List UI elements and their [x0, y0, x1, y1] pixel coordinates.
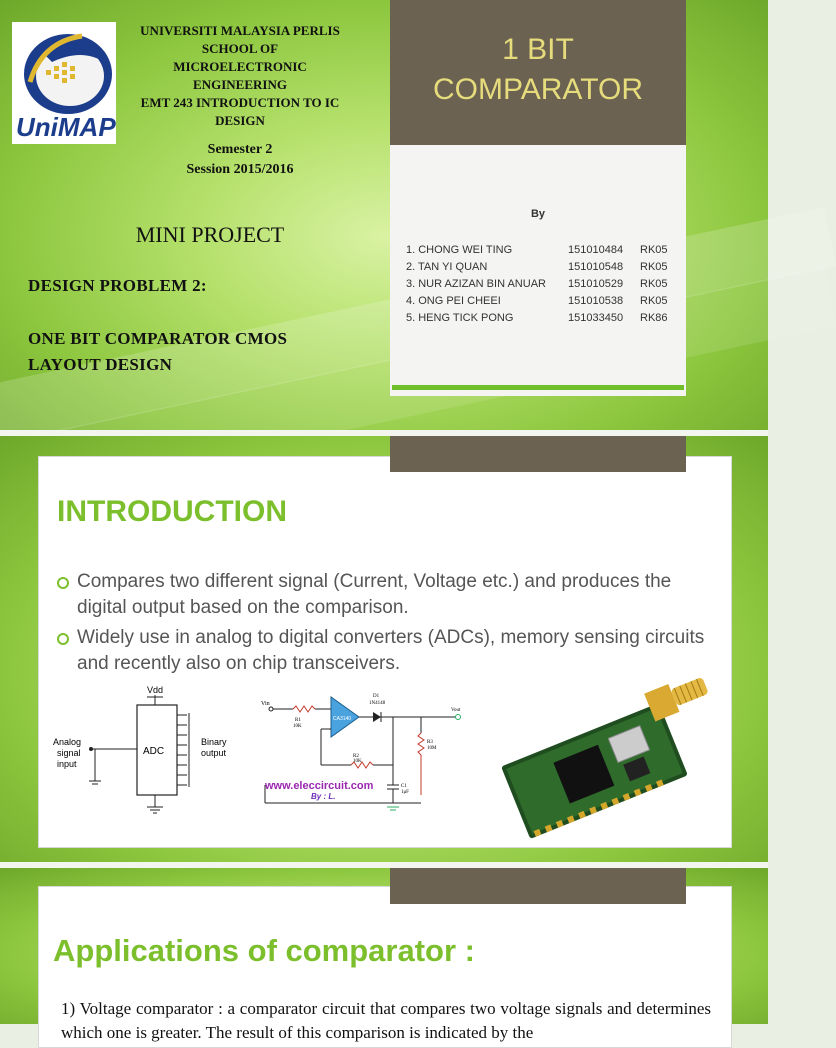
member-group: RK05: [640, 295, 668, 307]
member-row: 3. NUR AZIZAN BIN ANUAR 151010529 RK05: [406, 276, 678, 293]
bullet-item: Compares two different signal (Current, …: [57, 569, 707, 621]
member-id: 151033450: [568, 312, 624, 324]
transceiver-module-image: [501, 678, 708, 839]
adc-output-label: output: [201, 748, 227, 758]
adc-output-label: Binary: [201, 737, 227, 747]
unimap-logo: UniMAP: [12, 22, 116, 144]
applications-title: Applications of comparator :: [53, 933, 475, 968]
by-label: By: [530, 208, 546, 220]
member-row: 5. HENG TICK PONG 151033450 RK86: [406, 310, 678, 327]
slide-header-tab: [390, 436, 686, 472]
member-list: 1. CHONG WEI TING 151010484 RK05 2. TAN …: [406, 242, 678, 327]
circuit-r3-label: R3: [427, 740, 433, 745]
member-group: RK86: [640, 312, 668, 324]
circuit-d1-value: 1N4148: [369, 701, 386, 706]
project-title-line: ONE BIT COMPARATOR CMOS: [28, 329, 288, 348]
title-panel-header: 1 BIT COMPARATOR: [390, 0, 686, 145]
adc-diagram: Vdd ADC Analog signal input: [53, 685, 227, 814]
title-slide: UniMAP UNIVERSITI MALAYSIA PERLIS SCHOOL…: [0, 0, 836, 513]
circuit-r2-value: 10K: [353, 759, 362, 764]
introduction-card: INTRODUCTION Compares two different sign…: [38, 456, 732, 848]
university-heading: UNIVERSITI MALAYSIA PERLIS SCHOOL OF MIC…: [120, 22, 360, 130]
member-id: 151010548: [568, 261, 624, 273]
member-name: 2. TAN YI QUAN: [406, 261, 488, 273]
introduction-title: INTRODUCTION: [57, 495, 287, 528]
applications-body: 1) Voltage comparator : a comparator cir…: [61, 999, 711, 1042]
semester-label: Semester 2: [207, 142, 273, 157]
member-name: 5. HENG TICK PONG: [406, 312, 514, 324]
circuit-r2-label: R2: [353, 754, 359, 759]
bullet-item: Widely use in analog to digital converte…: [57, 625, 707, 677]
circuit-r3-value: 10M: [427, 746, 437, 751]
comparator-circuit-diagram: Vin R1 10K CA3140 D1 1N4148 Vout R2 10K: [261, 685, 471, 825]
circuit-r1-label: R1: [295, 718, 301, 723]
member-name: 3. NUR AZIZAN BIN ANUAR: [406, 278, 546, 290]
introduction-slide: INTRODUCTION Compares two different sign…: [0, 436, 768, 862]
applications-slide: Applications of comparator : 1) Voltage …: [0, 868, 768, 1048]
logo-wordmark: UniMAP: [16, 112, 116, 142]
slide-separator: [0, 862, 768, 868]
presentation-title-line: 1 BIT: [502, 33, 574, 66]
university-line: UNIVERSITI MALAYSIA PERLIS: [140, 23, 340, 38]
circuit-vin-label: Vin: [261, 701, 270, 707]
circuit-author-label: By : L.: [311, 792, 335, 801]
university-line: EMT 243 INTRODUCTION TO IC: [140, 95, 340, 110]
circuit-website-label: www.eleccircuit.com: [264, 780, 374, 792]
circuit-c1-value: 1μF: [401, 790, 409, 795]
project-title-line: LAYOUT DESIGN: [28, 355, 173, 374]
member-row: 1. CHONG WEI TING 151010484 RK05: [406, 242, 678, 259]
presentation-title: 1 BIT COMPARATOR: [390, 30, 686, 110]
project-title: ONE BIT COMPARATOR CMOS LAYOUT DESIGN: [28, 326, 368, 378]
university-line: SCHOOL OF: [201, 41, 279, 56]
adc-vdd-label: Vdd: [147, 685, 163, 695]
member-group: RK05: [640, 244, 668, 256]
member-row: 4. ONG PEI CHEEI 151010538 RK05: [406, 293, 678, 310]
member-row: 2. TAN YI QUAN 151010548 RK05: [406, 259, 678, 276]
circuit-c1-label: C1: [401, 784, 407, 789]
university-line: ENGINEERING: [193, 77, 287, 92]
panel-accent-line: [392, 385, 684, 390]
circuit-d1-label: D1: [373, 694, 380, 699]
adc-block-label: ADC: [143, 746, 164, 757]
adc-input-label: signal: [57, 748, 81, 758]
title-panel: 1 BIT COMPARATOR By 1. CHONG WEI TING 15…: [390, 0, 686, 396]
member-group: RK05: [640, 261, 668, 273]
semester-info: Semester 2 Session 2015/2016: [120, 140, 360, 180]
adc-input-label: Analog: [53, 737, 81, 747]
presentation-title-line: COMPARATOR: [432, 73, 643, 106]
bullet-text: Widely use in analog to digital converte…: [77, 627, 705, 674]
session-label: Session 2015/2016: [186, 162, 294, 177]
slide-header-tab: [390, 868, 686, 904]
member-group: RK05: [640, 278, 668, 290]
applications-card: Applications of comparator : 1) Voltage …: [38, 886, 732, 1048]
bullet-circle-icon: [57, 633, 69, 645]
slide-separator: [0, 430, 768, 436]
circuit-r1-value: 10K: [293, 724, 302, 729]
member-name: 4. ONG PEI CHEEI: [406, 295, 501, 307]
university-line: DESIGN: [215, 113, 265, 128]
mini-project-heading: MINI PROJECT: [135, 222, 285, 247]
member-id: 151010484: [568, 244, 624, 256]
member-name: 1. CHONG WEI TING: [406, 244, 513, 256]
bullet-text: Compares two different signal (Current, …: [77, 571, 672, 618]
adc-input-label: input: [57, 759, 77, 769]
circuit-vout-label: Vout: [451, 708, 461, 713]
member-id: 151010538: [568, 295, 624, 307]
member-id: 151010529: [568, 278, 624, 290]
university-line: MICROELECTRONIC: [173, 59, 307, 74]
circuit-opamp-label: CA3140: [333, 716, 351, 722]
bullet-circle-icon: [57, 577, 69, 589]
design-problem-label: DESIGN PROBLEM 2:: [28, 276, 207, 295]
